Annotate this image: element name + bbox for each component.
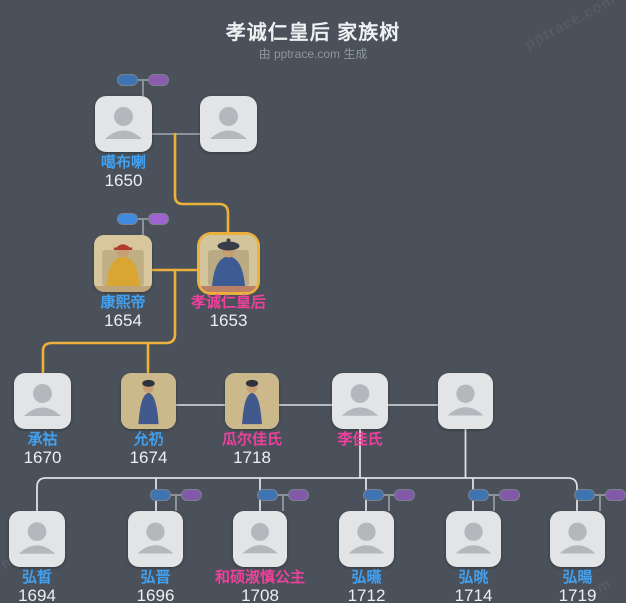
- person-name: 允礽: [133, 431, 164, 448]
- person-name: 弘曣: [351, 569, 382, 586]
- person-birth-year: 1718: [233, 448, 271, 467]
- pill-stub-line: [175, 495, 177, 511]
- person-name: 承祜: [27, 431, 58, 448]
- pill-stub-line: [142, 219, 144, 235]
- person-birth-year: 1654: [104, 311, 142, 330]
- father-pill-kangxi[interactable]: [117, 213, 138, 225]
- person-node-hongxi[interactable]: [9, 511, 65, 567]
- person-birth-year: 1712: [347, 586, 386, 603]
- person-name: 和硕淑慎公主: [214, 569, 306, 586]
- person-node-spouse-top[interactable]: [200, 96, 257, 152]
- person-placeholder-icon: [18, 522, 56, 554]
- person-placeholder-icon: [341, 384, 379, 416]
- person-birth-year: 1650: [104, 171, 143, 190]
- person-placeholder-icon: [348, 522, 385, 554]
- person-name: 弘晳: [21, 569, 53, 586]
- pill-stub-line: [388, 495, 390, 511]
- mother-pill-heshuo-shushen-gongzhu[interactable]: [288, 489, 309, 501]
- person-name: 孝诚仁皇后: [190, 294, 267, 311]
- person-placeholder-icon: [210, 107, 247, 139]
- person-node-yunreng[interactable]: [121, 373, 176, 429]
- person-node-chenghu[interactable]: [14, 373, 71, 429]
- person-placeholder-icon: [105, 107, 142, 139]
- father-pill-gabula[interactable]: [117, 74, 138, 86]
- father-pill-hongjin[interactable]: [150, 489, 171, 501]
- pill-stub-line: [142, 80, 144, 96]
- person-portrait-image: [225, 373, 279, 429]
- person-name: 康熙帝: [100, 294, 146, 311]
- person-name: 弘暘: [562, 569, 593, 586]
- person-node-gabula[interactable]: [95, 96, 152, 152]
- father-pill-hongyang[interactable]: [574, 489, 595, 501]
- edge-parents-to-empress: [173, 132, 230, 238]
- person-label-lijia: 李佳氏: [337, 431, 382, 448]
- person-birth-year: 1719: [558, 586, 597, 603]
- mother-pill-kangxi[interactable]: [148, 213, 169, 225]
- edge-children-rail: [36, 477, 578, 511]
- person-node-spouse-mid[interactable]: [438, 373, 493, 429]
- page-title: 孝诚仁皇后 家族树: [225, 22, 401, 44]
- mother-pill-gabula[interactable]: [148, 74, 169, 86]
- person-placeholder-icon: [242, 522, 278, 554]
- person-birth-year: 1694: [18, 586, 56, 603]
- person-node-heshuo-shushen-gongzhu[interactable]: [233, 511, 287, 567]
- person-birth-year: 1674: [129, 448, 168, 467]
- person-name: 噶布喇: [100, 154, 147, 171]
- person-portrait-image: [121, 373, 176, 429]
- person-node-hongjin[interactable]: [128, 511, 183, 567]
- person-placeholder-icon: [24, 384, 61, 416]
- pill-stub-line: [493, 495, 495, 511]
- pill-stub-line: [599, 495, 601, 511]
- person-portrait-image: [200, 235, 257, 292]
- father-pill-heshuo-shushen-gongzhu[interactable]: [257, 489, 278, 501]
- person-name: 李佳氏: [337, 431, 383, 448]
- mother-pill-hongjin[interactable]: [181, 489, 202, 501]
- person-name: 弘晋: [140, 569, 171, 586]
- person-node-empress-xiaochengren[interactable]: [200, 235, 257, 292]
- person-node-hongyao[interactable]: [446, 511, 501, 567]
- page-subtitle: 由 pptrace.com 生成: [258, 47, 368, 61]
- person-birth-year: 1696: [136, 586, 175, 603]
- father-pill-hongyan[interactable]: [363, 489, 384, 501]
- person-node-guaerjia[interactable]: [225, 373, 279, 429]
- person-node-hongyan[interactable]: [339, 511, 394, 567]
- person-placeholder-icon: [455, 522, 492, 554]
- mother-pill-hongyan[interactable]: [394, 489, 415, 501]
- mother-pill-hongyao[interactable]: [499, 489, 520, 501]
- person-name: 弘晀: [458, 569, 489, 586]
- person-placeholder-icon: [559, 522, 596, 554]
- highlight-edges-yellow: [41, 132, 230, 374]
- person-birth-year: 1714: [454, 586, 493, 603]
- person-portrait-image: [94, 235, 152, 292]
- mother-pill-hongyang[interactable]: [605, 489, 626, 501]
- person-placeholder-icon: [447, 384, 484, 416]
- pill-stub-line: [282, 495, 284, 511]
- person-node-kangxi[interactable]: [94, 235, 152, 292]
- edge-couple-to-chenghu: [41, 268, 177, 374]
- person-name: 瓜尔佳氏: [221, 431, 283, 448]
- person-birth-year: 1653: [209, 311, 248, 330]
- person-birth-year: 1708: [241, 586, 279, 603]
- person-node-hongyang[interactable]: [550, 511, 605, 567]
- person-node-lijia[interactable]: [332, 373, 388, 429]
- person-birth-year: 1670: [23, 448, 62, 467]
- person-placeholder-icon: [137, 522, 174, 554]
- father-pill-hongyao[interactable]: [468, 489, 489, 501]
